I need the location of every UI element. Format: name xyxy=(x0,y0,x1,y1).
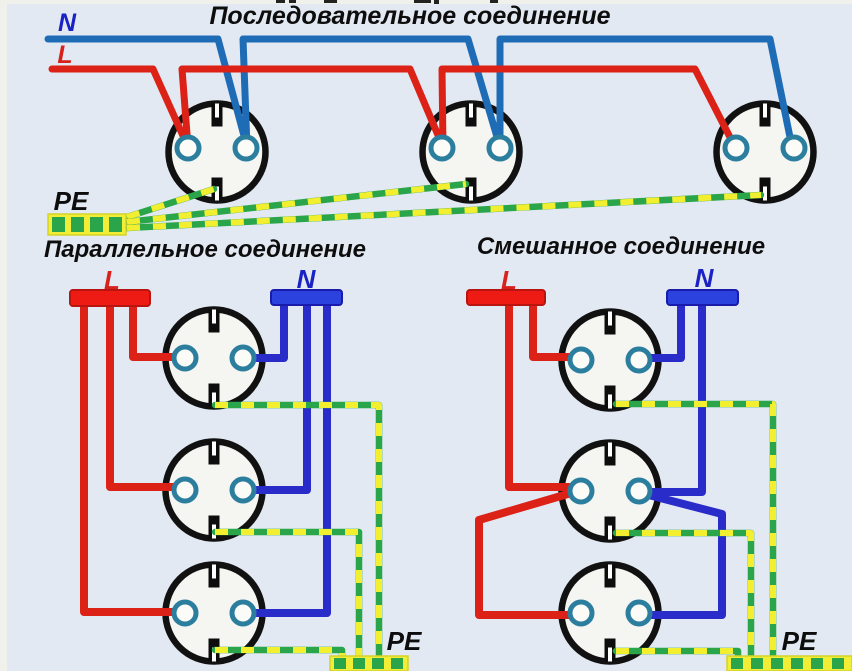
neutral-wire xyxy=(639,303,726,619)
parallel-title: Параллельное соединение xyxy=(44,236,366,263)
pe-label: PE xyxy=(54,186,89,216)
mixed-title: Смешанное соединение xyxy=(477,233,765,260)
series-title: Последовательное соединение xyxy=(209,2,610,30)
pe-wire xyxy=(123,180,765,232)
line-label: L xyxy=(501,265,517,295)
line-wire xyxy=(80,303,180,616)
pe-bus-bar xyxy=(726,655,852,671)
neutral-label: N xyxy=(297,264,317,294)
pe-label: PE xyxy=(782,626,817,656)
neutral-label: N xyxy=(58,9,77,37)
series-diagram: Последовательное соединение N L PE xyxy=(44,2,814,236)
line-bus-bar xyxy=(466,289,546,306)
neutral-label: N xyxy=(695,263,715,293)
parallel-diagram: Параллельное соединение L N PE xyxy=(44,236,422,671)
pe-label: PE xyxy=(387,626,422,656)
line-wire xyxy=(475,303,580,619)
neutral-wire xyxy=(44,35,796,151)
mixed-diagram: Смешанное соединение L N PE xyxy=(466,233,852,671)
line-label: L xyxy=(57,41,72,69)
neutral-bus-bar xyxy=(666,289,739,306)
pe-bus-bar xyxy=(47,213,127,236)
neutral-bus-bar xyxy=(270,289,343,306)
left-edge-strip xyxy=(0,0,7,671)
line-wire xyxy=(48,65,739,151)
cropped-text-remnants xyxy=(276,0,498,4)
line-label: L xyxy=(104,265,120,295)
pe-bus-bar xyxy=(329,655,409,671)
line-bus-bar xyxy=(69,289,151,307)
pe-wire xyxy=(612,400,777,662)
